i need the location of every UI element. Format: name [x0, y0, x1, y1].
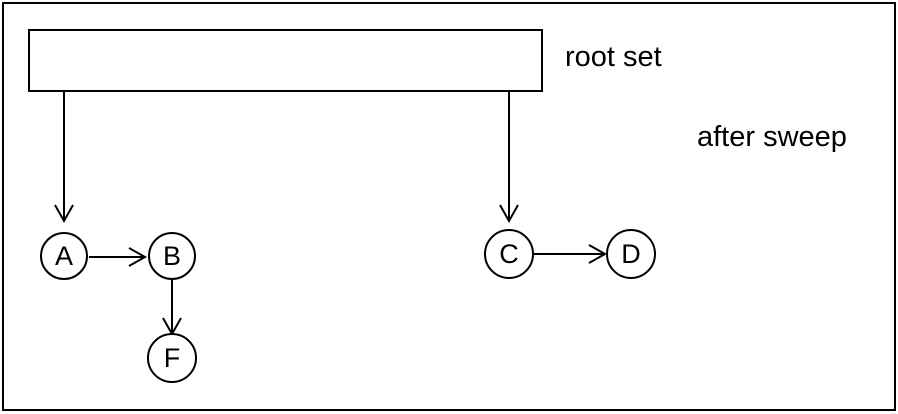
state-label: after sweep	[697, 121, 847, 153]
root-set-box	[28, 29, 543, 92]
root-set-label: root set	[565, 41, 662, 73]
node-d-label: D	[621, 239, 641, 269]
node-b-label: B	[163, 241, 181, 271]
node-b: B	[148, 232, 196, 280]
node-f: F	[147, 333, 197, 383]
node-a: A	[40, 232, 88, 280]
node-d: D	[606, 229, 656, 279]
node-a-label: A	[55, 241, 73, 271]
edge-c-to-d	[534, 244, 608, 264]
node-c-label: C	[499, 239, 519, 269]
edge-a-to-b	[89, 247, 148, 267]
edge-root-to-a	[54, 91, 74, 224]
node-f-label: F	[164, 343, 181, 373]
edge-root-to-c	[499, 91, 519, 224]
node-c: C	[484, 229, 534, 279]
